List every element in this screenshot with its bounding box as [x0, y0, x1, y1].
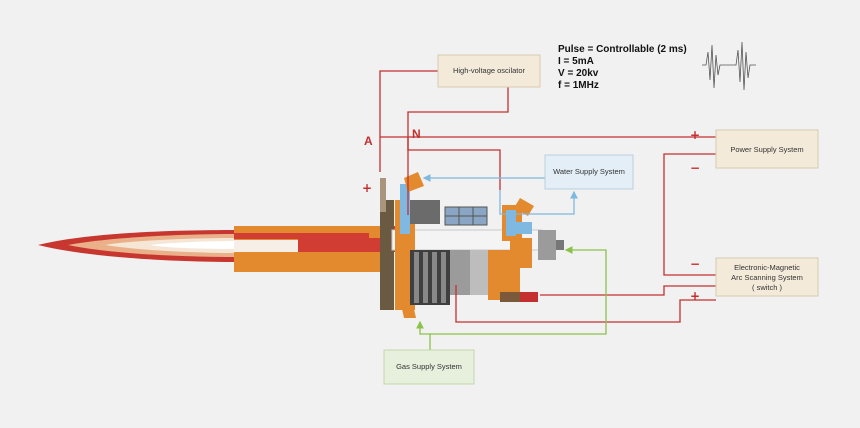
- pole-a-label: A: [364, 134, 373, 148]
- power-minus-terminal: −: [690, 161, 700, 175]
- oscillator-label: High-voltage oscilator: [453, 66, 526, 75]
- arc-plus-terminal: +: [690, 289, 700, 303]
- power-plus-terminal: +: [690, 128, 700, 142]
- gas-lines: [416, 246, 607, 350]
- gas-box: Gas Supply System: [383, 349, 475, 385]
- torch-body: [234, 172, 564, 318]
- water-box: Water Supply System: [544, 154, 634, 190]
- arc-scan-label-line-1: Electronic-Magnetic: [734, 263, 800, 272]
- anode-plus-terminal: +: [362, 181, 372, 195]
- arc-minus-terminal: −: [690, 257, 700, 271]
- pulse-specs: Pulse = Controllable (2 ms) I = 5mA V = …: [558, 44, 687, 91]
- spec-current: I = 5mA: [558, 56, 594, 67]
- oscillator-box: High-voltage oscilator: [437, 54, 541, 88]
- power-label: Power Supply System: [730, 145, 803, 154]
- pole-n-label: N: [412, 127, 421, 141]
- spec-voltage: V = 20kv: [558, 68, 599, 79]
- pulse-waveform-icon: [702, 41, 756, 91]
- spec-pulse: Pulse = Controllable (2 ms): [558, 44, 687, 55]
- plasma-flame: [38, 230, 236, 262]
- power-box: Power Supply System: [715, 129, 819, 169]
- spec-frequency: f = 1MHz: [558, 80, 599, 91]
- electric-wires: [379, 70, 716, 323]
- arc-scan-box: Electronic-Magnetic Arc Scanning System …: [715, 257, 819, 297]
- arc-scan-label-line-2: Arc Scanning System: [731, 273, 803, 282]
- gas-label: Gas Supply System: [396, 362, 462, 371]
- water-label: Water Supply System: [553, 167, 625, 176]
- arc-scan-label-line-3: ( switch ): [752, 283, 783, 292]
- water-lines: [422, 174, 578, 215]
